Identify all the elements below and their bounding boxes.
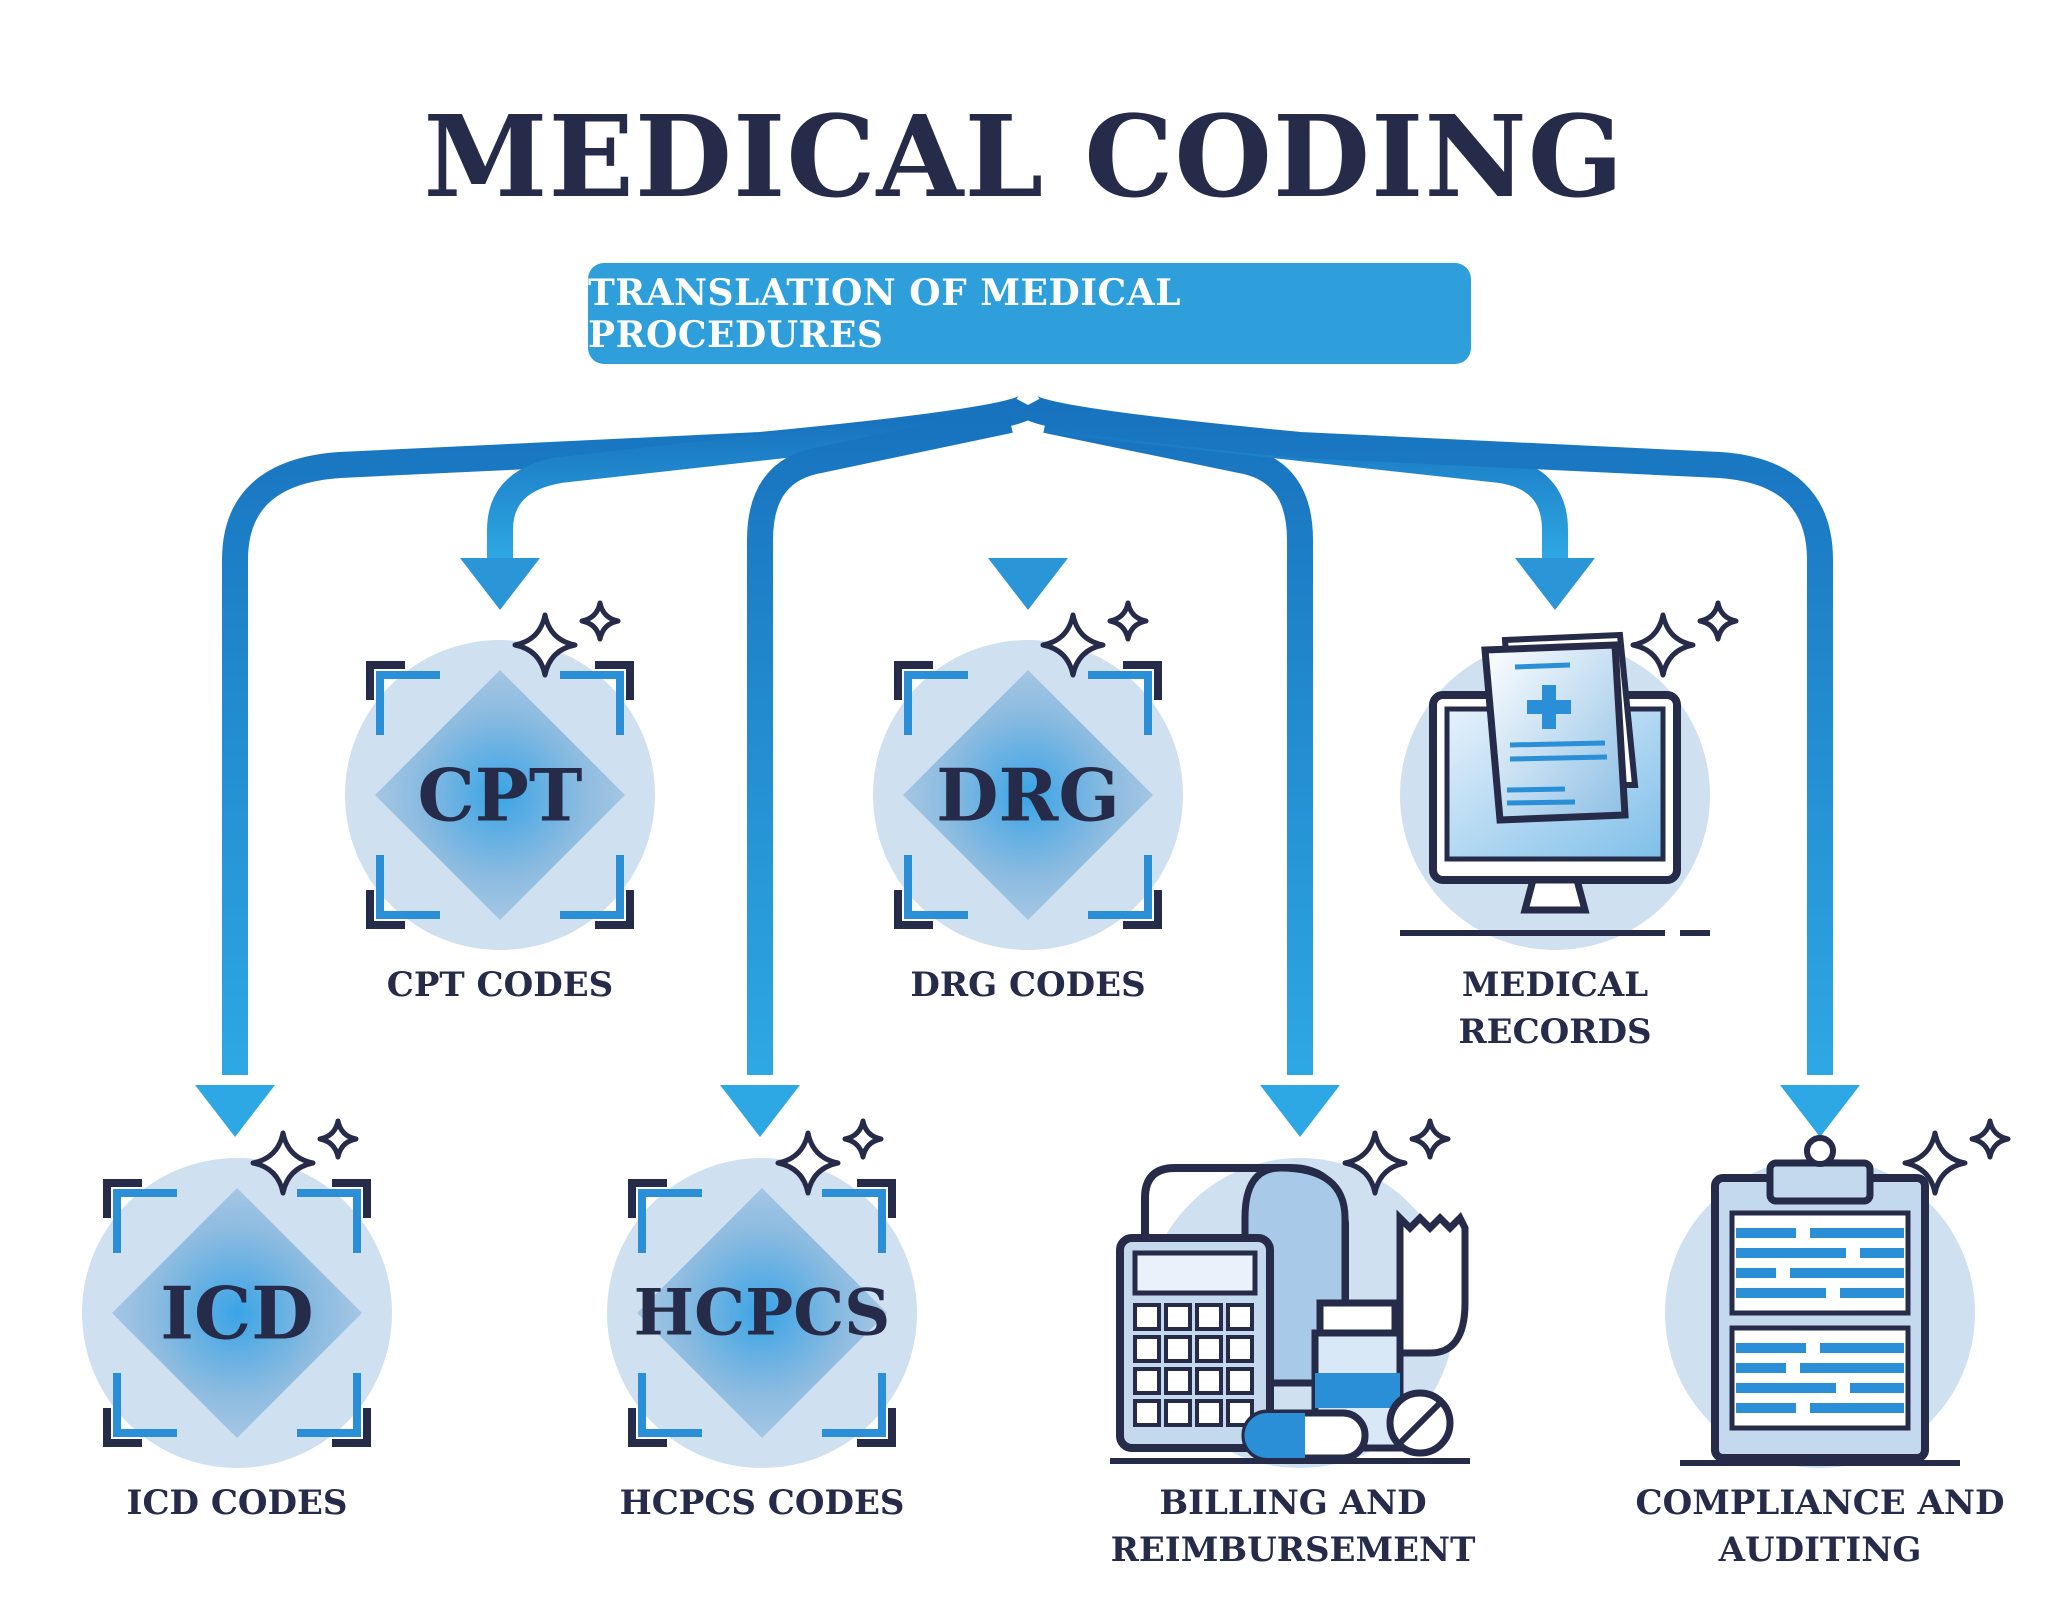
code-badge-icon (82, 1158, 392, 1468)
compliance-caption: COMPLIANCE AND AUDITING (1636, 1480, 2005, 1574)
sparkle-icon (250, 1130, 316, 1196)
sparkle-icon (1902, 1130, 1968, 1196)
calculator-receipt-pills-icon (1110, 1158, 1470, 1468)
arrowhead-compliance (1780, 1085, 1860, 1137)
cpt-badge-label: CPT (417, 752, 583, 838)
icd-caption: ICD CODES (127, 1480, 348, 1527)
sparkle-icon (1697, 600, 1739, 642)
drg-caption-line: DRG CODES (910, 965, 1146, 1005)
hcpcs-badge-label: HCPCS (633, 1275, 891, 1351)
arrowheads (195, 558, 1860, 1137)
sparkle-icon (842, 1118, 884, 1160)
icd-badge-label: ICD (160, 1270, 314, 1356)
code-badge-icon (345, 640, 655, 950)
records-caption-line-2: RECORDS (1458, 1012, 1652, 1052)
sparkle-icon (1409, 1118, 1451, 1160)
sparkle-icon (317, 1118, 359, 1160)
banner-label: TRANSLATION OF MEDICAL PROCEDURES (588, 271, 1181, 356)
arrowhead-drg (988, 558, 1068, 610)
subtitle-banner: TRANSLATION OF MEDICAL PROCEDURES (588, 263, 1471, 364)
sparkle-icon (1969, 1118, 2011, 1160)
sparkle-icon (512, 612, 578, 678)
arrowhead-records (1515, 558, 1595, 610)
page-title: MEDICAL CODING (423, 92, 1625, 223)
branch-compliance (1016, 395, 1833, 1075)
compliance-caption-line-1: COMPLIANCE AND (1635, 1483, 2005, 1523)
computer-document-icon (1400, 631, 1710, 950)
branch-hcpcs (747, 407, 1013, 1075)
drg-caption: DRG CODES (910, 962, 1145, 1009)
sparkle-icon (1342, 1130, 1408, 1196)
sparkle-icon (1107, 600, 1149, 642)
branch-cpt (487, 407, 1012, 560)
billing-caption-line-1: BILLING AND (1159, 1483, 1427, 1523)
arrowhead-billing (1260, 1085, 1340, 1137)
icd-caption-line: ICD CODES (126, 1483, 348, 1523)
sparkle-icon (1630, 612, 1696, 678)
records-caption-line-1: MEDICAL (1461, 965, 1649, 1005)
code-badge-icon (873, 640, 1183, 950)
hcpcs-caption: HCPCS CODES (620, 1480, 905, 1527)
sparkle-icon (775, 1130, 841, 1196)
branch-records (1044, 407, 1568, 560)
billing-caption-line-2: REIMBURSEMENT (1110, 1530, 1476, 1570)
billing-caption: BILLING AND REIMBURSEMENT (1111, 1480, 1476, 1574)
clipboard-icon (1665, 1135, 1975, 1468)
compliance-caption-line-2: AUDITING (1718, 1530, 1922, 1570)
sparkle-icon (579, 600, 621, 642)
cpt-caption-line: CPT CODES (386, 965, 614, 1005)
cpt-caption: CPT CODES (387, 962, 613, 1009)
records-caption: MEDICAL RECORDS (1458, 962, 1651, 1056)
sparkle-icon (1040, 612, 1106, 678)
branch-billing (1043, 407, 1313, 1075)
hcpcs-caption-line: HCPCS CODES (619, 1483, 905, 1523)
arrowhead-icd (195, 1085, 275, 1137)
arrowhead-cpt (460, 558, 540, 610)
code-badge-icon (607, 1158, 917, 1468)
connector-tree (222, 364, 1833, 1075)
drg-badge-label: DRG (936, 752, 1120, 838)
arrowhead-hcpcs (720, 1085, 800, 1137)
sparkle-icons (250, 600, 2011, 1196)
